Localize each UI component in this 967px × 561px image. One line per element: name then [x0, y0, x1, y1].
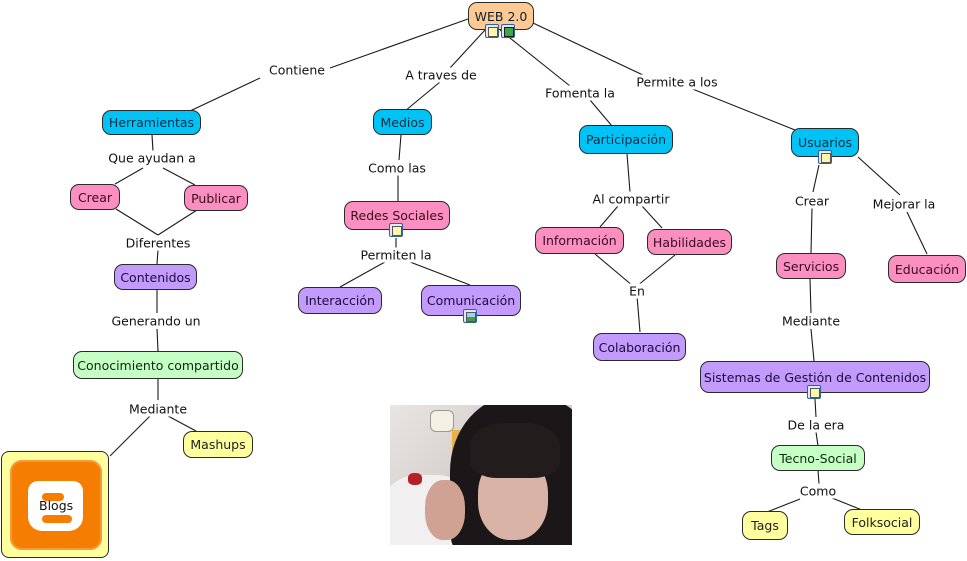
image-document-icon[interactable]	[807, 385, 821, 399]
video-icon[interactable]	[501, 24, 515, 38]
edge	[636, 254, 676, 287]
concept-blogs[interactable]: Blogs	[1, 451, 109, 558]
link-que-ayudan-a[interactable]: Que ayudan a	[106, 150, 198, 166]
image-document-icon[interactable]	[485, 24, 499, 38]
link-diferentes[interactable]: Diferentes	[123, 235, 193, 251]
edge	[809, 278, 812, 314]
edge	[906, 211, 928, 255]
concept-colaboracion[interactable]: Colaboración	[593, 333, 686, 361]
edge	[831, 497, 863, 511]
edge	[636, 295, 641, 333]
link-como-las[interactable]: Como las	[366, 160, 428, 176]
edge	[189, 77, 261, 112]
concept-herramientas[interactable]: Herramientas	[102, 110, 201, 135]
link-como[interactable]: Como	[797, 483, 839, 499]
concept-sistemas-gestion-contenidos[interactable]: Sistemas de Gestión de Contenidos	[700, 361, 930, 393]
edge	[626, 153, 631, 193]
edge	[156, 249, 159, 265]
edge	[115, 208, 159, 236]
concept-conocimiento-compartido[interactable]: Conocimiento compartido	[73, 351, 243, 379]
edge	[449, 29, 486, 69]
edge	[594, 253, 634, 287]
concept-participacion[interactable]: Participación	[579, 125, 673, 154]
image-icon[interactable]	[463, 309, 477, 323]
edge	[589, 99, 613, 127]
edge	[814, 398, 817, 418]
edge	[329, 18, 469, 69]
concept-informacion[interactable]: Información	[535, 227, 624, 254]
concept-mashups[interactable]: Mashups	[183, 431, 253, 458]
link-crear[interactable]: Crear	[792, 193, 832, 209]
edge	[817, 469, 820, 485]
concept-tecno-social[interactable]: Tecno-Social	[771, 445, 865, 471]
edge	[857, 156, 901, 196]
concept-usuarios[interactable]: Usuarios	[791, 128, 859, 157]
edge	[810, 207, 813, 254]
image-document-icon[interactable]	[389, 223, 403, 237]
edge	[641, 205, 663, 229]
concept-servicios[interactable]: Servicios	[776, 253, 846, 279]
edge	[162, 167, 196, 186]
link-al-compartir[interactable]: Al compartir	[590, 191, 672, 207]
edge	[404, 81, 441, 112]
edge	[532, 22, 646, 77]
edge	[810, 328, 815, 362]
concept-interaccion[interactable]: Interacción	[298, 287, 382, 314]
concept-educacion[interactable]: Educación	[888, 255, 966, 283]
edge	[812, 164, 820, 193]
edge	[689, 87, 796, 131]
link-mejorar-la[interactable]: Mejorar la	[870, 196, 938, 212]
link-mediante[interactable]: Mediante	[126, 401, 190, 417]
edge	[815, 431, 819, 447]
profile-photo	[390, 405, 572, 545]
edge	[114, 167, 144, 185]
edge	[156, 328, 159, 352]
blogger-logo-icon	[10, 460, 102, 550]
edge	[398, 134, 402, 161]
edge	[766, 498, 801, 513]
link-a-traves-de[interactable]: A traves de	[403, 67, 479, 83]
link-permite-a-los[interactable]: Permite a los	[634, 74, 720, 90]
edge	[167, 415, 197, 432]
link-de-la-era[interactable]: De la era	[785, 417, 847, 433]
concept-folksocial[interactable]: Folksocial	[844, 509, 920, 535]
link-contiene[interactable]: Contiene	[267, 62, 327, 78]
concept-contenidos[interactable]: Contenidos	[114, 264, 197, 290]
link-mediante[interactable]: Mediante	[779, 313, 843, 329]
concept-tags[interactable]: Tags	[742, 511, 788, 540]
edge	[151, 134, 154, 152]
link-en[interactable]: En	[627, 283, 647, 299]
link-permiten-la[interactable]: Permiten la	[358, 247, 434, 263]
text-document-icon[interactable]	[818, 150, 832, 164]
edge	[157, 209, 198, 236]
edge	[339, 261, 386, 288]
concept-crear[interactable]: Crear	[70, 184, 120, 210]
link-generando-un[interactable]: Generando un	[109, 313, 203, 329]
concept-redes-sociales[interactable]: Redes Sociales	[344, 201, 450, 230]
blogs-label: Blogs	[39, 498, 74, 513]
edge	[409, 261, 471, 286]
edge	[109, 415, 151, 457]
concept-medios[interactable]: Medios	[373, 109, 432, 135]
link-fomenta-la[interactable]: Fomenta la	[543, 85, 617, 101]
edge	[499, 29, 576, 91]
edge	[599, 205, 619, 228]
concept-publicar[interactable]: Publicar	[184, 185, 248, 211]
concept-comunicacion[interactable]: Comunicación	[421, 285, 521, 316]
concept-habilidades[interactable]: Habilidades	[647, 229, 732, 255]
